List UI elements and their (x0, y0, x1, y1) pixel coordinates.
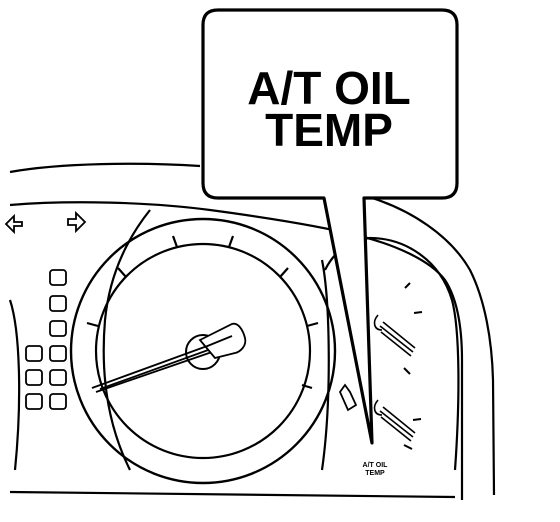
turn-left-arrow-icon (4, 213, 23, 235)
callout-title-line1: A/T OIL (247, 62, 411, 114)
warning-lamps-grid (25, 269, 67, 410)
speedometer-gauge (69, 217, 337, 485)
speedometer-needle (91, 322, 247, 393)
center-divider (320, 259, 330, 471)
warning-lamp (49, 393, 67, 410)
warning-lamp (49, 320, 67, 337)
dashboard-outer-curve (9, 162, 201, 174)
left-hood-curve (102, 209, 151, 471)
warning-lamp (49, 269, 67, 286)
warning-lamp (49, 345, 67, 362)
turn-right-arrow-icon (67, 210, 87, 234)
warning-lamp (25, 369, 43, 386)
warning-lamp (25, 393, 43, 410)
callout-outline (201, 8, 459, 445)
indicator-label: A/T OIL TEMP (363, 462, 389, 477)
at-oil-temp-lamp (338, 383, 358, 412)
warning-lamp (49, 295, 67, 312)
dashboard-outer-right (371, 196, 496, 496)
callout-box: A/T OIL TEMP (201, 8, 459, 445)
upper-gauge-needle (373, 314, 416, 357)
speedometer-outer-ring (69, 217, 337, 485)
callout-title-line2: TEMP (265, 104, 393, 156)
cluster-bottom-edge (9, 490, 456, 499)
indicator-label-line2: TEMP (365, 470, 385, 477)
right-small-gauges (338, 282, 423, 450)
speedometer-inner-ring (94, 242, 312, 460)
lower-gauge-needle (373, 399, 416, 442)
cluster-housing (8, 162, 496, 500)
indicator-label-line1: A/T OIL (363, 462, 389, 469)
speedometer-ticks (86, 235, 319, 390)
left-panel-edge (8, 299, 21, 471)
warning-lamp (25, 345, 43, 362)
warning-lamp (49, 369, 67, 386)
